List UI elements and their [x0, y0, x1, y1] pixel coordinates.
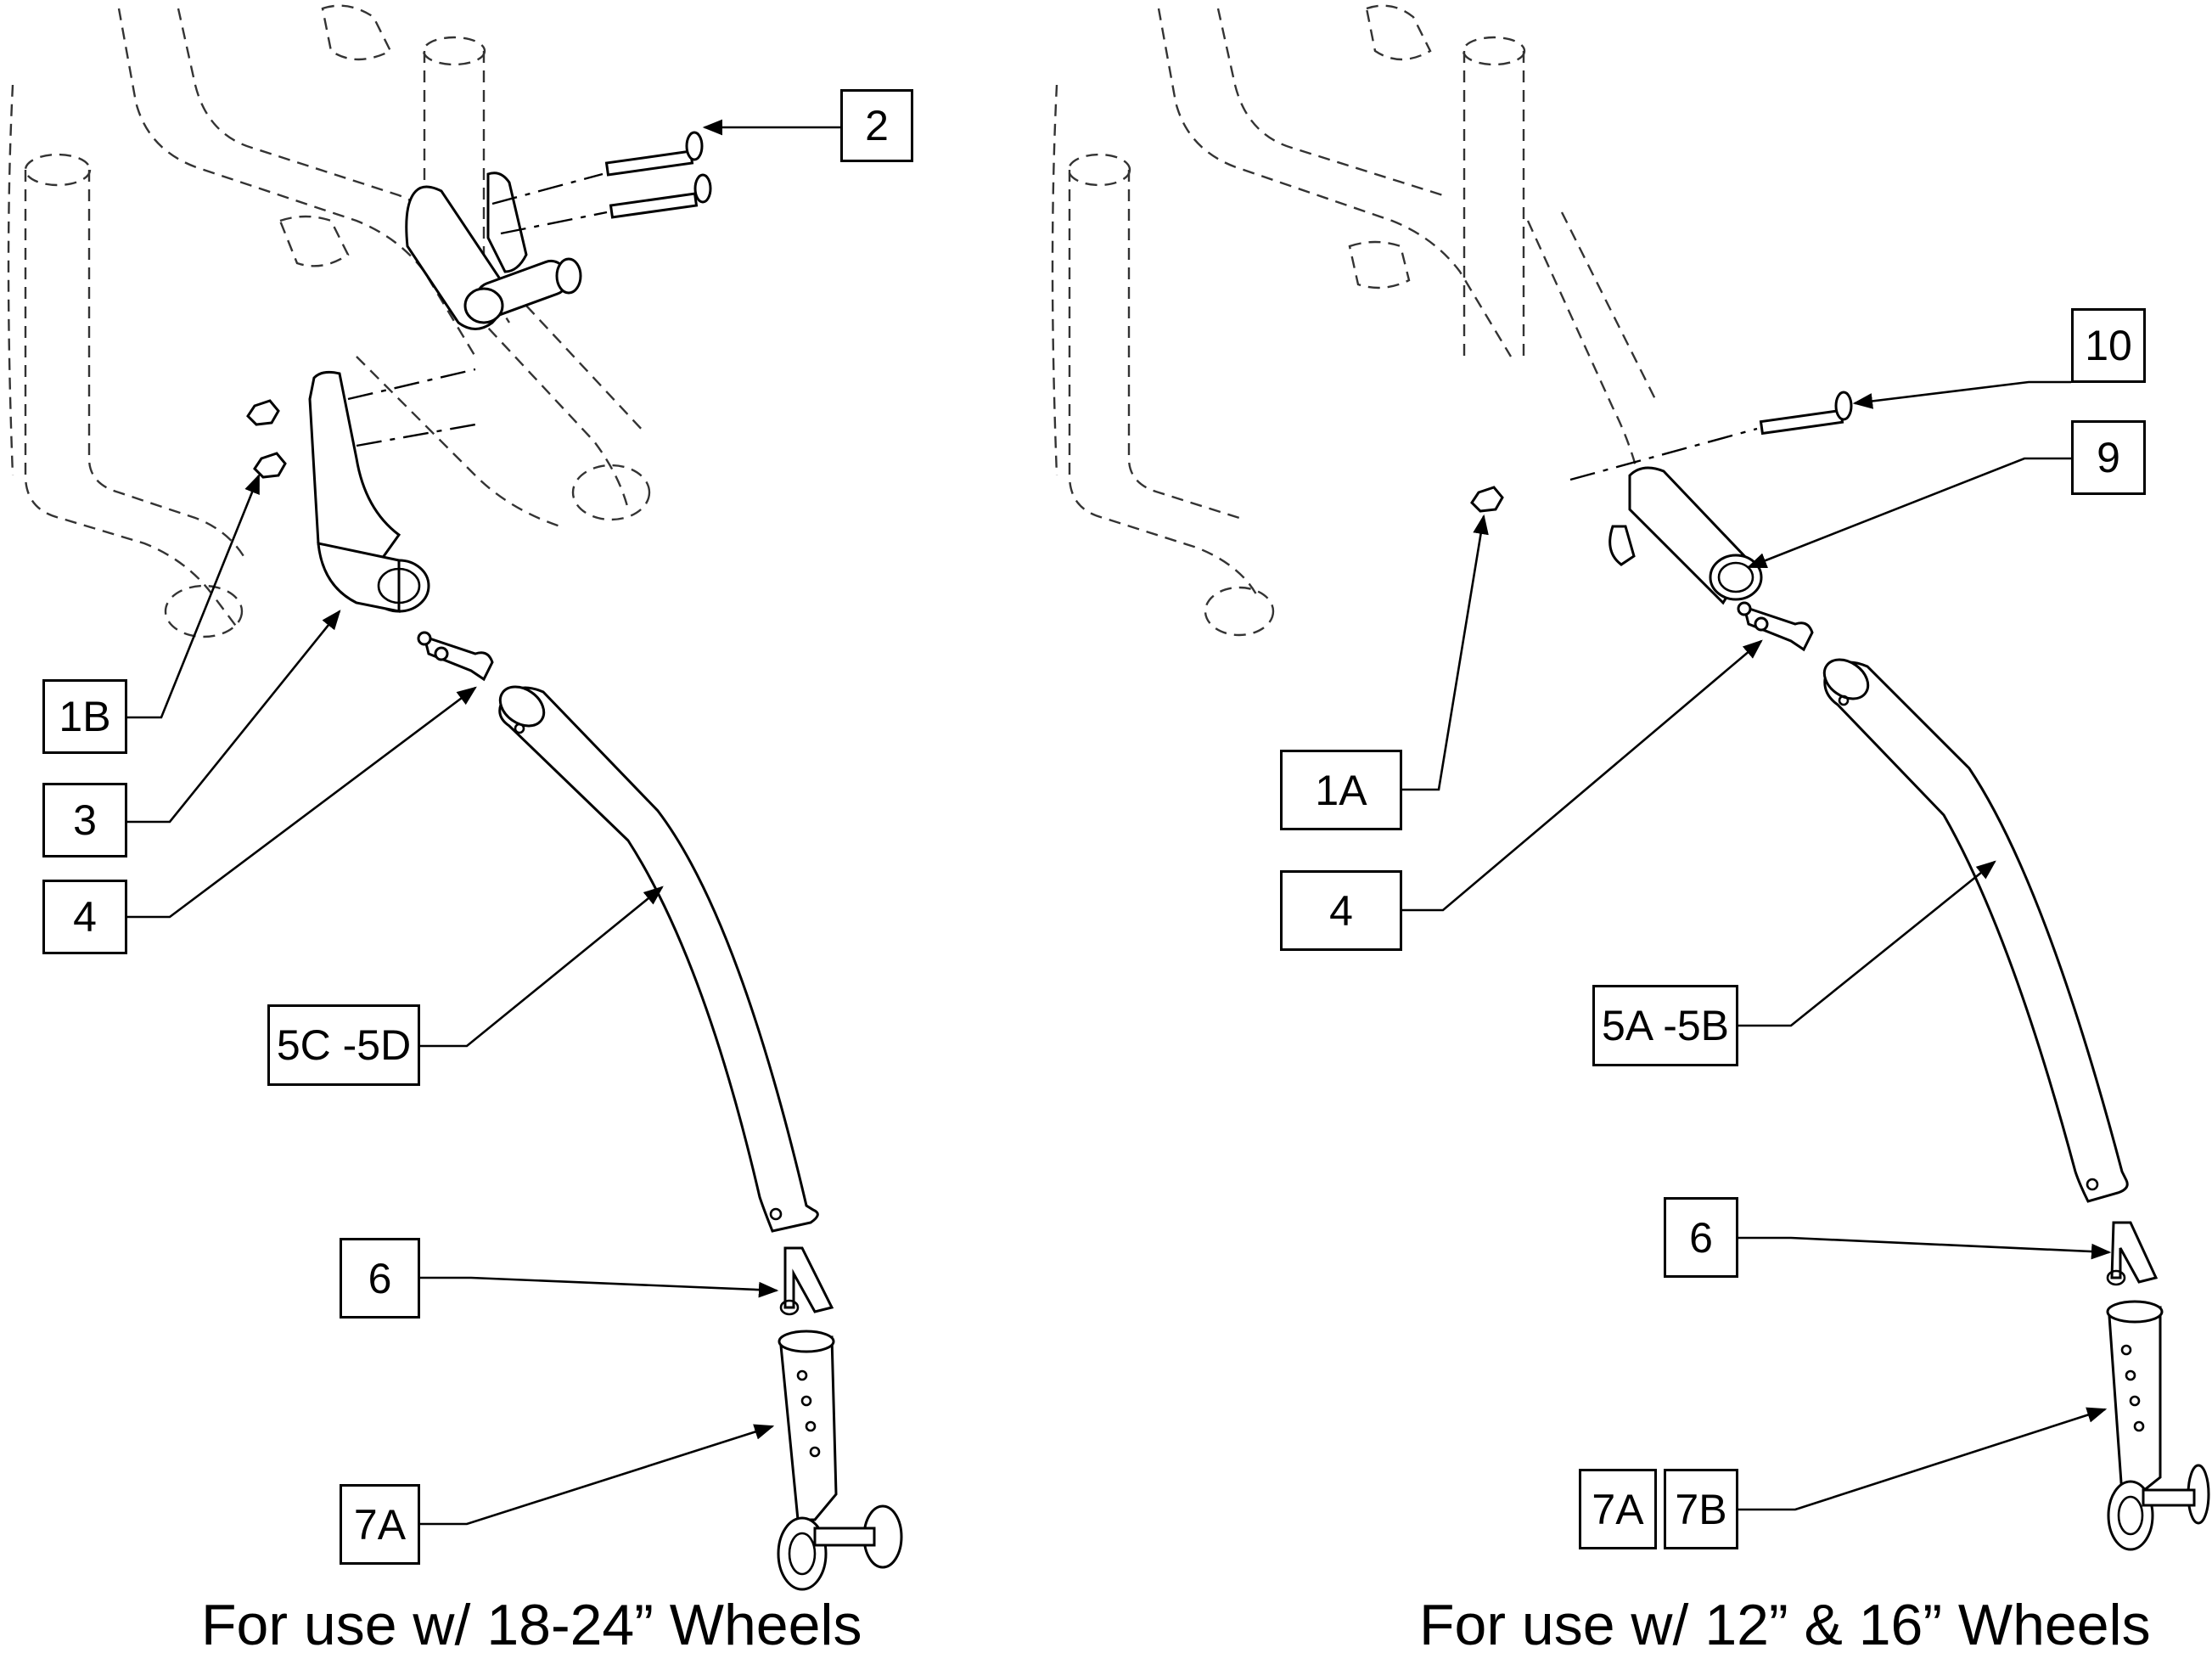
callout-7a-left: 7A [340, 1484, 420, 1565]
bolt-2b [609, 173, 712, 219]
right-leaders [1402, 380, 2112, 1511]
callout-10: 10 [2071, 308, 2146, 383]
callout-1a: 1A [1280, 750, 1402, 830]
caption-right: For use w/ 12” & 16” Wheels [1419, 1593, 2151, 1657]
nut-1a [1470, 486, 1504, 513]
nut-1b-b [253, 452, 287, 479]
left-leaders [127, 119, 840, 1526]
callout-3: 3 [42, 783, 127, 857]
left-parts [246, 131, 903, 1591]
callout-6-left: 6 [340, 1238, 420, 1319]
callout-2: 2 [840, 89, 913, 162]
callout-5c-5d: 5C -5D [267, 1004, 420, 1086]
callout-7b: 7B [1664, 1469, 1738, 1549]
callout-5a-5b: 5A -5B [1592, 985, 1738, 1066]
nut-1b-a [246, 399, 280, 426]
right-holes [2120, 1344, 2145, 1432]
right-parts [1470, 391, 2210, 1551]
left-frame-ghost [7, 4, 651, 638]
bolt-10 [1759, 391, 1853, 436]
callout-1b: 1B [42, 679, 127, 754]
callout-9: 9 [2071, 420, 2146, 495]
callout-6-right: 6 [1664, 1197, 1738, 1278]
right-frame-ghost [1051, 4, 1657, 637]
bolt-2a [604, 131, 704, 177]
caption-left: For use w/ 18-24” Wheels [201, 1593, 862, 1657]
left-holes [796, 1369, 821, 1458]
callout-4-left: 4 [42, 880, 127, 954]
callout-7a-right: 7A [1579, 1469, 1657, 1549]
callout-4-right: 4 [1280, 870, 1402, 951]
